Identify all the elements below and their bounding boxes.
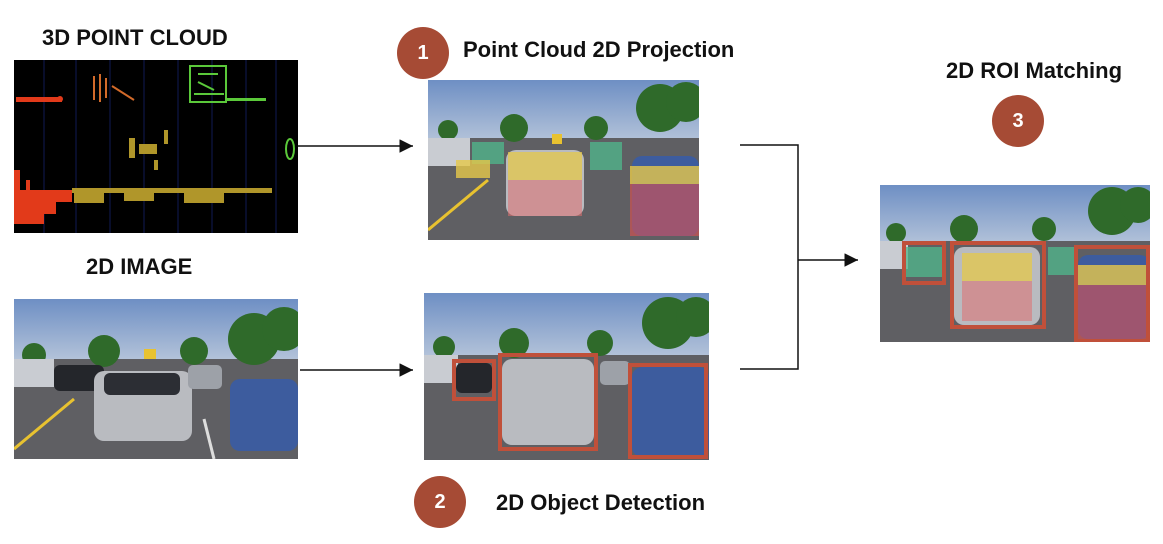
step-3-title: 2D ROI Matching: [946, 58, 1123, 83]
raw-camera-image: [14, 299, 298, 459]
detection-image: [424, 293, 709, 460]
point-cloud-image: [14, 60, 298, 233]
step-1-title: Point Cloud 2D Projection: [463, 37, 735, 62]
step-1-badge: 1: [397, 27, 449, 79]
step-3-badge: 3: [992, 95, 1044, 147]
matching-image: [880, 185, 1150, 342]
step-2-badge: 2: [414, 476, 466, 528]
image-title: 2D IMAGE: [86, 254, 193, 279]
point-cloud-title: 3D POINT CLOUD: [42, 25, 228, 50]
projection-image: [428, 80, 699, 240]
step-2-title: 2D Object Detection: [496, 490, 706, 515]
